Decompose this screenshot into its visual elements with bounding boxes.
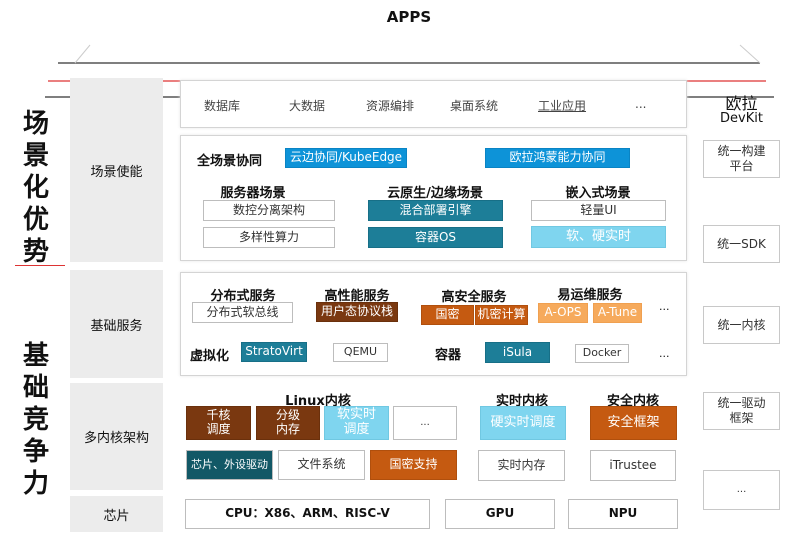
devkit-title: 欧拉 (725, 94, 758, 113)
app-item: 工业应用 (538, 99, 587, 113)
app-item: 桌面系统 (450, 99, 499, 113)
kernel-item: ... (393, 406, 457, 440)
more-text: ... (659, 347, 670, 360)
base-title: 易运维服务 (557, 288, 623, 303)
app-item: ... (635, 97, 647, 111)
devkit-item: 统一构建 平台 (703, 140, 780, 178)
scene-item: 多样性算力 (203, 227, 335, 248)
layer-base: 基础服务 (70, 270, 163, 378)
app-item: 大数据 (289, 99, 326, 113)
devkit-item: 统一驱动 框架 (703, 392, 780, 430)
base-title: 高安全服务 (441, 290, 507, 305)
app-item: 数据库 (204, 99, 241, 113)
kernel-item: 千核 调度 (186, 406, 251, 440)
kernel-title: 安全内核 (606, 394, 660, 409)
base-item: 分布式软总线 (192, 302, 293, 323)
base-item: 机密计算 (475, 305, 528, 325)
core-competence-title: 基础竞争力 (22, 341, 49, 499)
scene-group-title: 服务器场景 (220, 186, 286, 201)
layer-scene: 场景使能 (70, 78, 163, 262)
scene-item: 数控分离架构 (203, 200, 335, 221)
scene-group-title: 嵌入式场景 (565, 186, 631, 201)
collab-label: 全场景协同 (197, 154, 263, 169)
base-item: A-OPS (538, 303, 588, 323)
container-item: iSula (485, 342, 550, 363)
chip-gpu: GPU (445, 499, 555, 529)
scene-item: 容器OS (368, 227, 503, 248)
scene-item: 混合部署引擎 (368, 200, 503, 221)
devkit-item: 统一内核 (703, 306, 780, 344)
scene-advantage-title: 场景化优势 (22, 109, 49, 267)
collab-item: 云边协同/KubeEdge (285, 148, 407, 168)
kernel-item: 国密支持 (370, 450, 457, 480)
apps-panel (180, 80, 687, 128)
virt-item: StratoVirt (241, 342, 307, 362)
kernel-item: 芯片、外设驱动 (186, 450, 273, 480)
kernel-item: iTrustee (590, 450, 676, 481)
chip-cpu: CPU：X86、ARM、RISC-V (185, 499, 430, 529)
divider (15, 265, 65, 266)
collab-item: 欧拉鸿蒙能力协同 (485, 148, 630, 168)
layer-kernel: 多内核架构 (70, 383, 163, 490)
apps-title: APPS (386, 8, 432, 26)
kernel-item: 安全框架 (590, 406, 677, 440)
scene-group-title: 云原生/边缘场景 (387, 186, 483, 201)
scene-item: 轻量UI (531, 200, 666, 221)
virt-item: QEMU (333, 343, 388, 362)
kernel-item: 文件系统 (278, 450, 365, 480)
container-label: 容器 (435, 348, 462, 363)
base-title: 分布式服务 (210, 289, 276, 304)
layer-chip: 芯片 (70, 496, 163, 532)
more-text: ... (659, 300, 670, 313)
base-item: A-Tune (593, 303, 642, 323)
base-title: 高性能服务 (324, 289, 390, 304)
app-item: 资源编排 (366, 99, 415, 113)
devkit-item: ... (703, 470, 780, 510)
devkit-item: 统一SDK (703, 225, 780, 263)
chip-npu: NPU (568, 499, 678, 529)
kernel-title: 实时内核 (495, 394, 549, 409)
kernel-item: 实时内存 (478, 450, 565, 481)
kernel-item: 硬实时调度 (480, 406, 566, 440)
base-item: 用户态协议栈 (316, 302, 398, 322)
platform-layers (45, 42, 780, 98)
devkit-subtitle: DevKit (720, 111, 763, 126)
container-item: Docker (575, 344, 629, 363)
virt-label: 虚拟化 (190, 349, 230, 364)
kernel-item: 软实时 调度 (324, 406, 389, 440)
base-item: 国密 (421, 305, 474, 325)
scene-item: 软、硬实时 (531, 226, 666, 248)
kernel-title: Linux内核 (285, 394, 351, 409)
kernel-item: 分级 内存 (256, 406, 320, 440)
